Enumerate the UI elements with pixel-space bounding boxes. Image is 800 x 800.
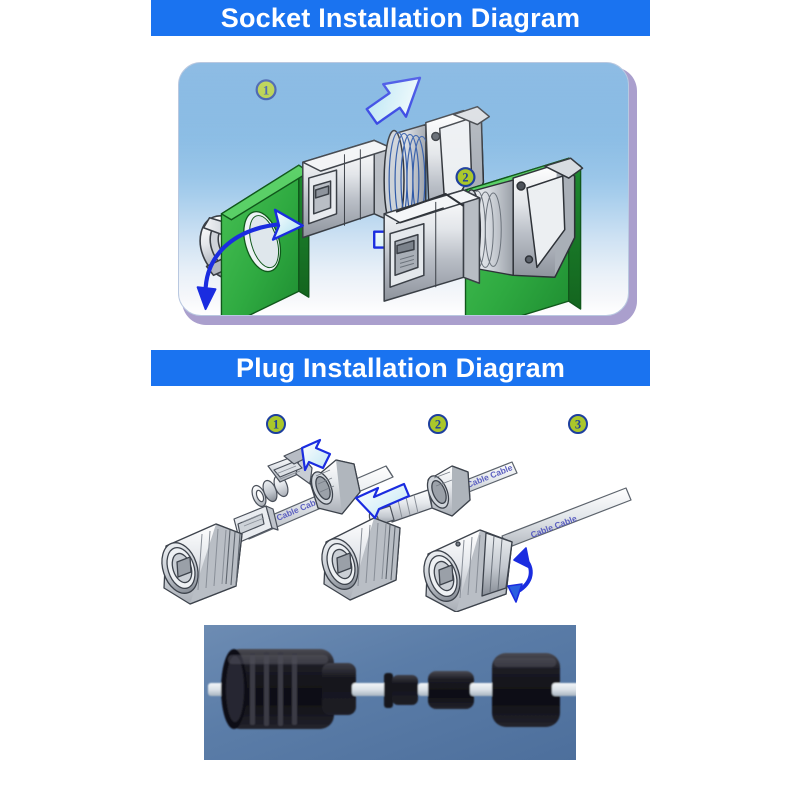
plug-assembled-3 [423,529,513,612]
socket-step2-rotation-arrow [196,208,304,311]
socket-flange-2 [512,157,584,279]
plug-shell-body-1 [161,523,243,605]
plug-hex-cap-nut-1 [309,459,361,515]
socket-connector-body-1 [302,139,393,239]
plug-seal-washers [251,474,289,508]
plug-step-badge-1-text: 1 [273,418,279,432]
plug-hex-cap-nut-2 [426,465,471,517]
socket-step1-arrow [365,76,422,125]
socket-panel-background: 1 [178,62,629,316]
socket-step-badge-1-text: 1 [263,83,269,97]
assembled-connector-photo [204,625,576,760]
socket-title-text: Socket Installation Diagram [220,2,581,33]
photo-coupling-parts [384,671,474,709]
socket-cap-hinge-arm [395,192,465,225]
socket-step-badge-1: 1 [255,79,277,101]
plug-step3-rotation-arrow [507,547,533,603]
socket-step-badge-2: 2 [455,167,476,188]
plug-shell-body-2 [321,517,401,601]
plug-step-badge-2: 2 [428,414,448,434]
plug-step-badge-3-text: 3 [575,418,581,432]
photo-left-plug [221,649,356,729]
plug-title-text: Plug Installation Diagram [235,352,566,383]
socket-step-badge-2-text: 2 [462,171,468,185]
plug-step-badge-3: 3 [568,414,588,434]
plug-step1-arrow [300,438,332,472]
socket-title-banner: Socket Installation Diagram [151,0,650,36]
socket-connector-body-2 [383,189,481,302]
plug-title-banner: Plug Installation Diagram [151,350,650,386]
photo-right-cable [552,683,576,696]
plug-installation-figure: 1 Cable Cable [150,396,652,612]
photo-right-cap [492,653,560,727]
plug-diagram-artwork: 1 Cable Cable [161,414,632,612]
socket-installation-figure: 1 [178,62,637,325]
plug-step-badge-1: 1 [266,414,286,434]
plug-step2-arrow [354,482,411,520]
assembled-connector-photo-artwork [204,625,576,760]
socket-diagram-artwork: 1 [196,76,584,315]
plug-step-badge-2-text: 2 [435,418,441,432]
